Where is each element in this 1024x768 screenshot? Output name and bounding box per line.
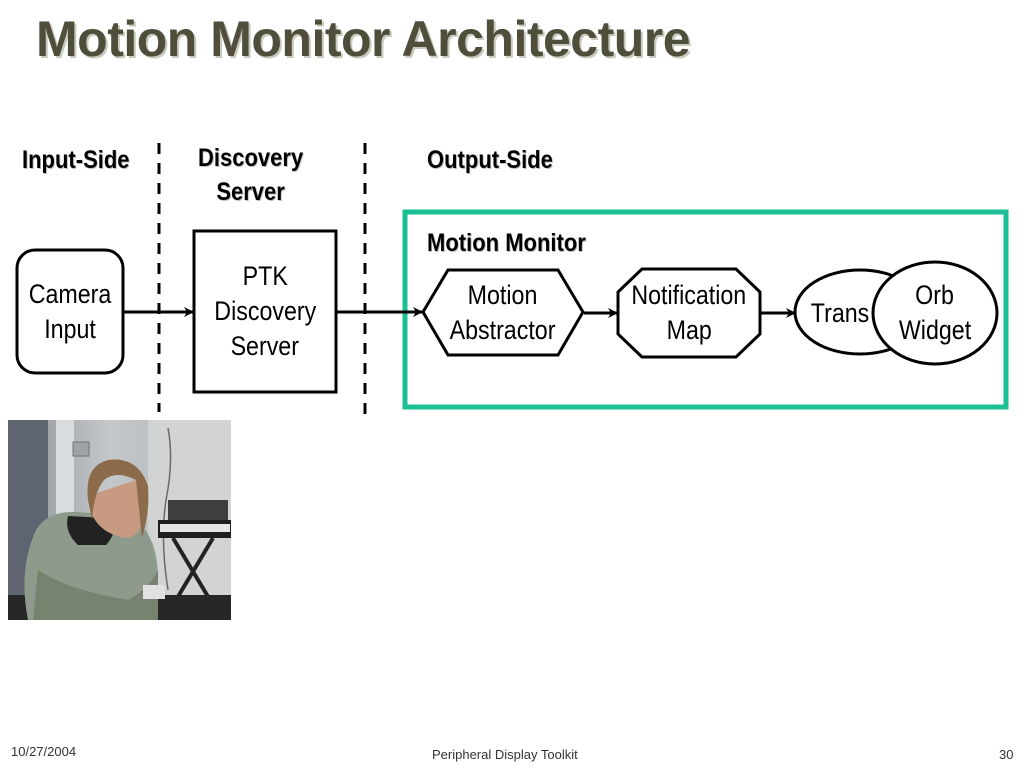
footer-date: 10/27/2004 <box>11 744 77 759</box>
ptk-discovery-server-node <box>192 229 338 394</box>
transition-label: Trans <box>800 292 880 334</box>
transition-label-text: Trans <box>810 297 870 328</box>
notification-map-node <box>616 267 762 359</box>
camera-photo-image <box>8 420 231 620</box>
motion-monitor-group-box <box>402 209 1009 410</box>
ptk-label-line1: PTK <box>242 261 288 291</box>
notification-map-label-line1: Notification <box>631 280 747 310</box>
output-side-label-text: Output-Side <box>427 146 553 174</box>
input-side-label: Input-Side <box>22 143 130 177</box>
ptk-discovery-server-label: PTK Discovery Server <box>194 231 336 392</box>
camera-input-node <box>15 248 125 375</box>
camera-input-label: Camera Input <box>17 250 123 373</box>
motion-abstractor-label-line2: Abstractor <box>450 314 556 345</box>
slide-title: Motion Monitor Architecture <box>36 11 691 67</box>
orb-widget-label-line1: Orb <box>915 280 955 310</box>
orb-widget-node <box>871 260 999 366</box>
camera-input-label-line1: Camera <box>28 278 112 309</box>
orb-widget-label: Orb Widget <box>873 262 997 364</box>
motion-abstractor-label-line1: Motion <box>468 279 538 310</box>
motion-monitor-group-label-text: Motion Monitor <box>427 229 586 257</box>
notification-map-label-line2: Map <box>666 315 712 345</box>
notification-map-label: Notification Map <box>618 269 760 357</box>
footer-title: Peripheral Display Toolkit <box>432 747 578 762</box>
discovery-server-label: Discovery Server <box>198 141 303 209</box>
ptk-label-line3: Server <box>230 331 300 361</box>
output-side-label: Output-Side <box>427 143 553 177</box>
discovery-server-label-line2: Server <box>216 178 285 206</box>
motion-monitor-group-label: Motion Monitor <box>427 226 586 260</box>
camera-input-label-line2: Input <box>44 313 96 344</box>
footer-page-number: 30 <box>999 747 1014 762</box>
motion-abstractor-label: Motion Abstractor <box>423 270 583 355</box>
ptk-label-line2: Discovery <box>214 296 316 326</box>
orb-widget-label-line2: Widget <box>898 315 972 345</box>
camera-photo <box>8 420 231 620</box>
motion-abstractor-node <box>421 268 585 357</box>
input-side-label-text: Input-Side <box>22 146 130 174</box>
discovery-server-label-line1: Discovery <box>198 144 304 172</box>
